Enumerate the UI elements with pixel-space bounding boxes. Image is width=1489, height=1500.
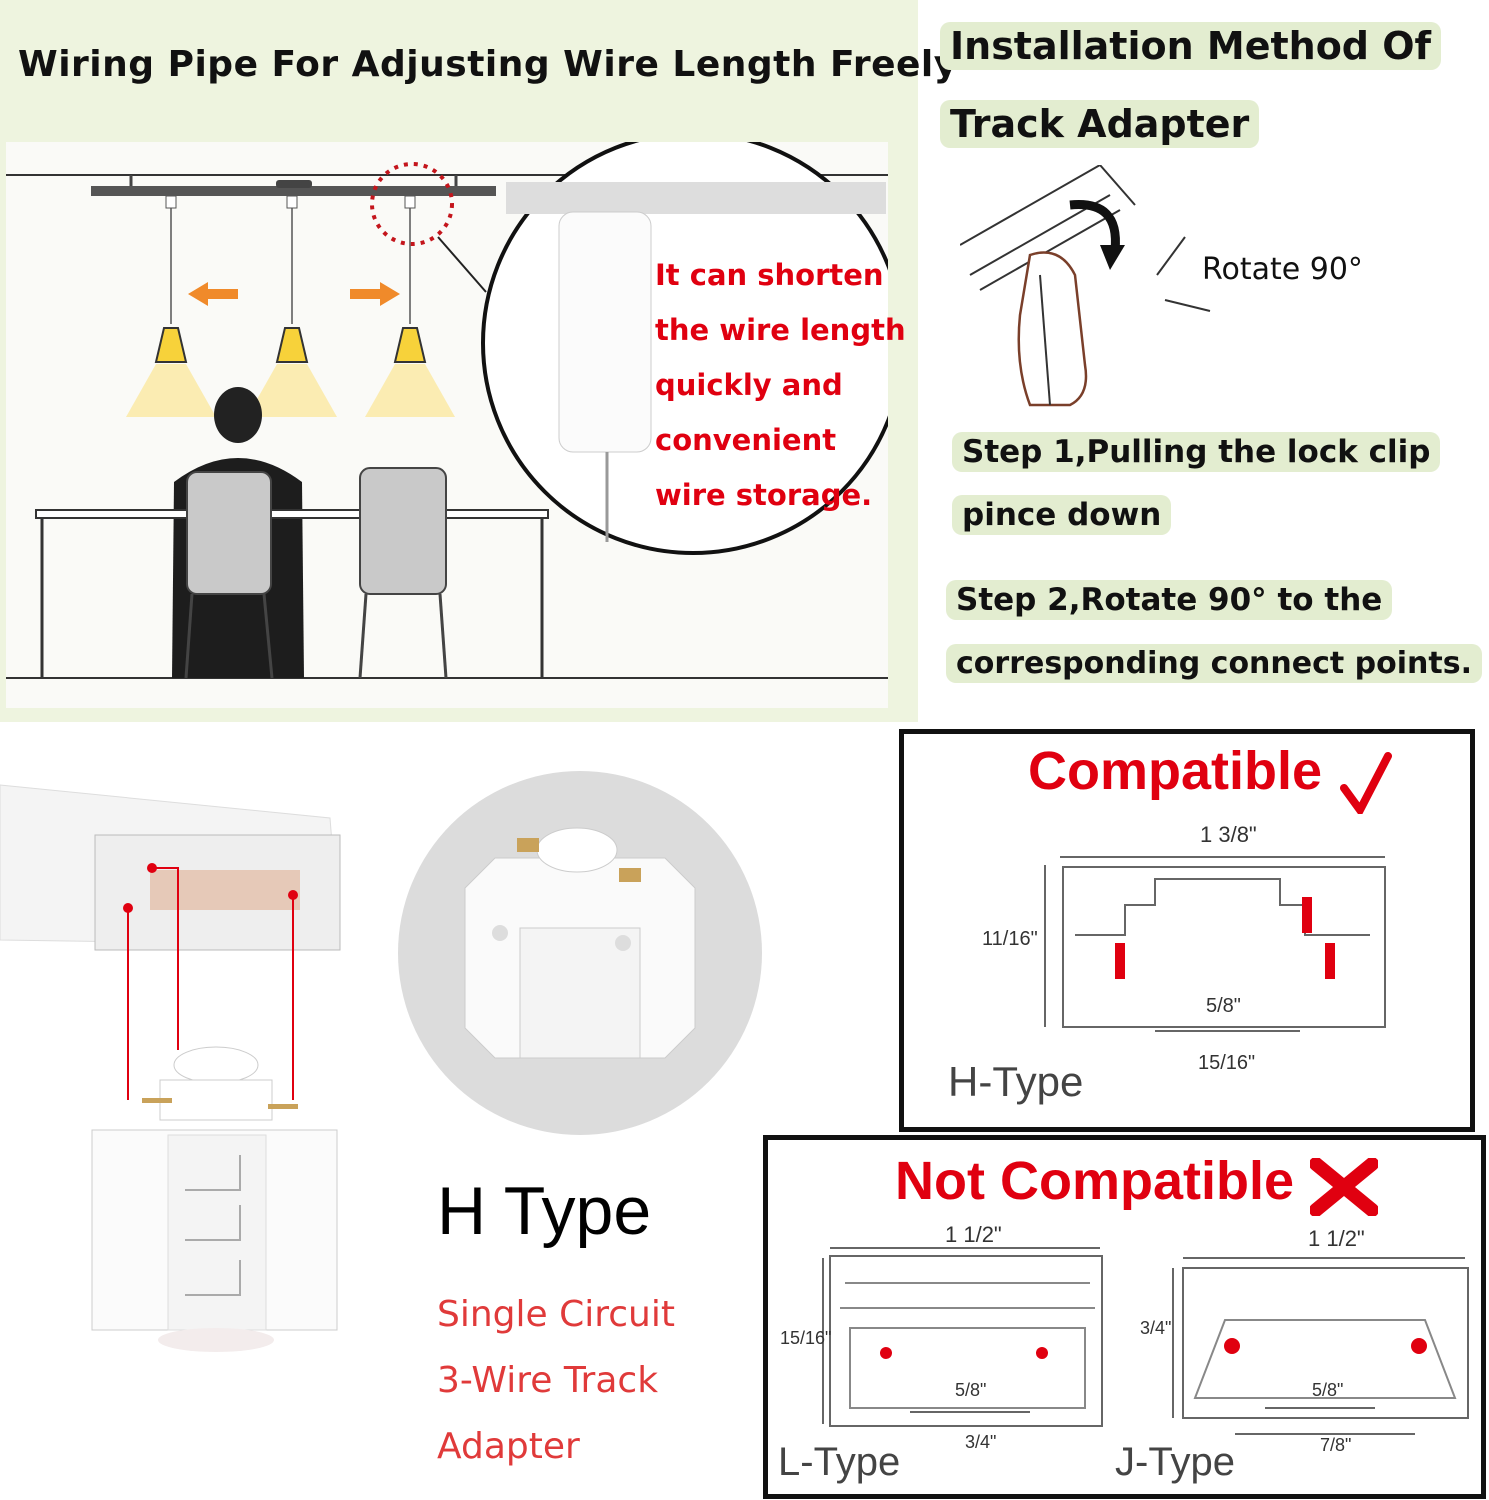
description-line: Single Circuit: [437, 1294, 675, 1335]
l-type-label: L-Type: [778, 1440, 901, 1484]
l-profile-outline: [829, 1255, 1103, 1427]
description-line: Adapter: [437, 1426, 580, 1467]
room-illustration: [6, 142, 888, 708]
x-mark-icon: [1310, 1158, 1378, 1216]
compatible-width-label: 1 3/8": [1200, 822, 1257, 847]
j-type-outer-label: 7/8": [1320, 1435, 1352, 1455]
arrow-left-icon: [188, 282, 238, 306]
step1-line2: pince down: [952, 495, 1172, 535]
rotate-label: Rotate 90°: [1202, 252, 1363, 287]
callout-text: It can shorten the wire length quickly a…: [655, 248, 906, 523]
j-type-height-label: 3/4": [1140, 1318, 1172, 1338]
pendant-light-3: [365, 195, 455, 417]
not-compatible-title: Not Compatible: [895, 1151, 1294, 1211]
arrow-right-icon: [350, 282, 400, 306]
step1-line1: Step 1,Pulling the lock clip: [952, 432, 1441, 472]
chair-1: [184, 471, 274, 679]
l-type-inner-label: 5/8": [955, 1380, 987, 1400]
rotate-arrow-icon: [1069, 200, 1120, 251]
track-copper-rail: [150, 870, 300, 910]
h-type-title: H Type: [437, 1173, 652, 1249]
j-type-label: J-Type: [1115, 1440, 1236, 1484]
highlight-circle: [370, 162, 454, 246]
callout-line: wire storage.: [655, 478, 873, 512]
compatible-height-label: 11/16": [982, 928, 1038, 950]
chair-2: [358, 467, 448, 679]
h-type-profile-drawing: [1044, 856, 1386, 1032]
product-description: Single Circuit 3-Wire Track Adapter: [437, 1282, 675, 1480]
description-line: 3-Wire Track: [437, 1360, 659, 1401]
wiring-pipe-title: Wiring Pipe For Adjusting Wire Length Fr…: [18, 44, 958, 85]
callout-line: quickly and: [655, 368, 843, 402]
zoom-circle: [481, 142, 888, 555]
l-type-outer-label: 3/4": [965, 1432, 997, 1452]
hand-rotation-illustration: [960, 165, 1136, 407]
callout-line: It can shorten: [655, 258, 884, 292]
l-type-profile-drawing: [822, 1247, 1103, 1427]
rotate-angle-icon: [1156, 236, 1211, 312]
track-bar: [91, 186, 496, 196]
installation-title-line2: Track Adapter: [940, 100, 1260, 148]
pendant-light-1: [126, 195, 216, 417]
j-type-profile-drawing: [1172, 1257, 1469, 1435]
hand-drawing: [1017, 251, 1088, 407]
callout-line: convenient: [655, 423, 837, 457]
l-type-height-label: 15/16": [780, 1328, 832, 1348]
step2-line2: corresponding connect points.: [946, 644, 1483, 683]
compatible-title: Compatible: [1028, 741, 1323, 801]
track-and-adapter-illustration: [0, 784, 341, 1352]
l-type-width-label: 1 1/2": [945, 1222, 1002, 1247]
pendant-light-2: [247, 195, 337, 417]
compatible-type-label: H-Type: [948, 1058, 1084, 1105]
j-type-width-label: 1 1/2": [1308, 1226, 1365, 1251]
table-top: [35, 509, 549, 519]
compatible-inner-label: 5/8": [1206, 995, 1241, 1017]
compatible-outer-label: 15/16": [1198, 1052, 1256, 1074]
installation-title-line1: Installation Method Of: [940, 22, 1442, 70]
j-type-inner-label: 5/8": [1312, 1380, 1344, 1400]
step2-line1: Step 2,Rotate 90° to the: [946, 580, 1393, 620]
wiring-pipe: [558, 211, 652, 453]
adapter-photo-circle: [398, 771, 762, 1135]
adapter-product: [91, 1046, 338, 1352]
callout-line: the wire length: [655, 313, 906, 347]
checkmark-icon: [1340, 752, 1392, 814]
